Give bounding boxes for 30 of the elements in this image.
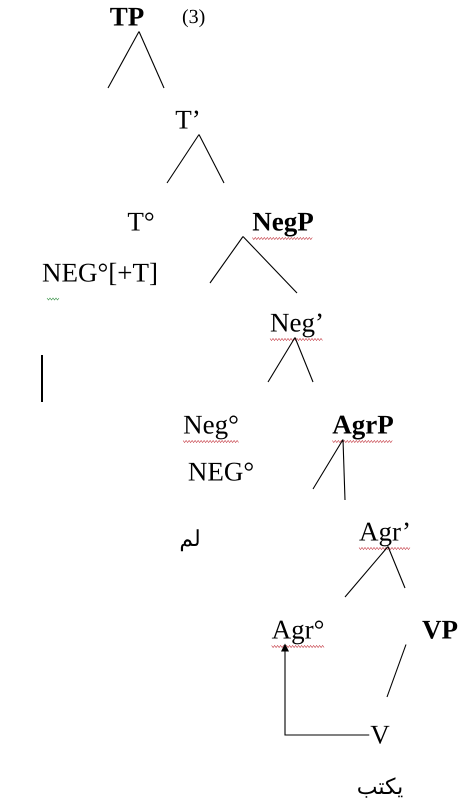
tree-branch [166, 134, 200, 184]
tree-label: Neg’ [269, 308, 325, 338]
tree-branch [242, 236, 298, 294]
tree-branch [138, 31, 164, 88]
tree-label: T° [126, 208, 156, 236]
tree-label: V [369, 720, 391, 750]
tree-branch [342, 439, 346, 500]
tree-label: AgrP [331, 410, 395, 440]
tree-branch [388, 546, 406, 588]
tree-label: NEG° [186, 458, 256, 486]
tree-label: T’ [174, 106, 202, 134]
tree-label: NegP [251, 208, 315, 236]
tree-branch [294, 337, 314, 382]
tree-label: يكتب [356, 776, 404, 800]
tree-label: Agr° [270, 616, 326, 644]
tree-label: NEG°[+T] [41, 258, 159, 288]
tree-label: Neg° [182, 410, 240, 440]
tree-branch [268, 337, 296, 382]
example-number: (3) [182, 7, 206, 27]
tree-branch [198, 134, 224, 184]
tree-label: TP [108, 2, 146, 32]
tree-label: Agr’ [358, 518, 412, 546]
tree-branch [344, 546, 388, 598]
tree-branch [386, 644, 407, 698]
tree-branch [210, 236, 244, 284]
movement-arrow [281, 644, 370, 736]
tree-branch [312, 439, 344, 490]
tree-label: VP [421, 616, 459, 644]
tree-label: لم [178, 528, 202, 552]
tree-branch [108, 31, 140, 88]
